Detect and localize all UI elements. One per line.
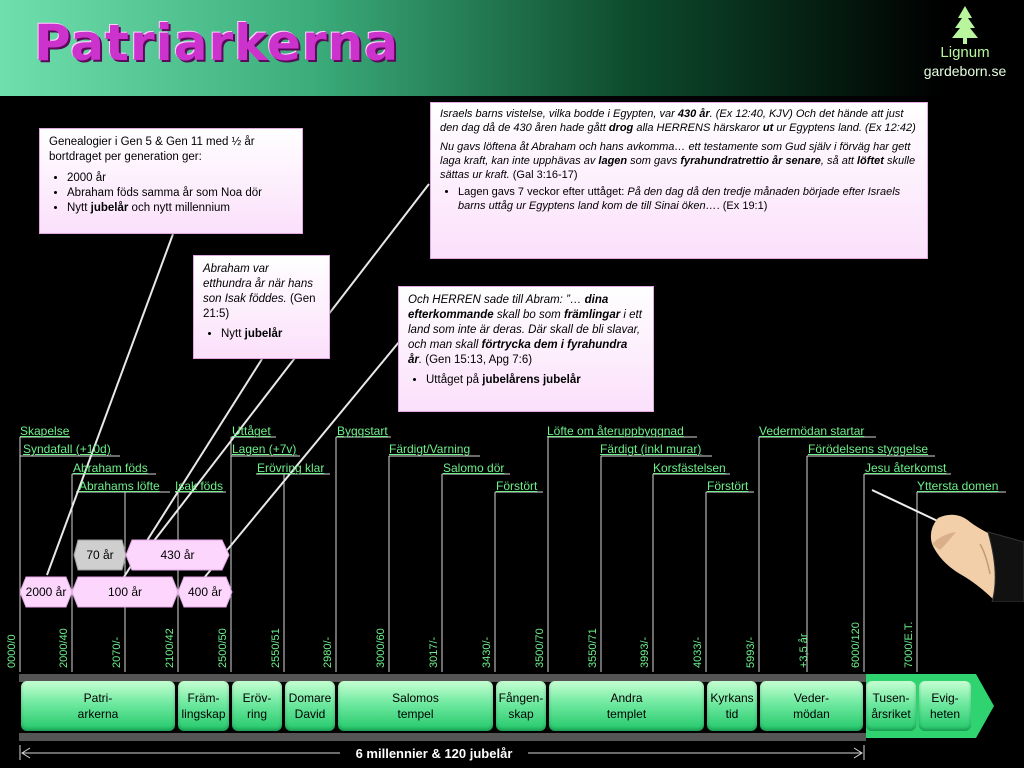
event-label-syndafall[interactable]: Syndafall (+10d) <box>23 442 111 456</box>
era-tusenarsriket[interactable]: Tusen- årsriket <box>866 681 916 731</box>
header-banner <box>0 0 1024 96</box>
year-label-3500: 3500/70 <box>534 628 546 668</box>
year-label-2070: 2070/- <box>111 636 123 668</box>
era-kyrkans-tid[interactable]: Kyrkans tid <box>707 681 757 731</box>
year-label-3550: 3550/71 <box>587 628 599 668</box>
year-label-3017: 3017/- <box>428 636 440 668</box>
era-patriarkerna[interactable]: Patri- arkerna <box>21 681 175 731</box>
event-label-skapelse[interactable]: Skapelse <box>20 424 70 438</box>
year-label-2000: 2000/40 <box>58 628 70 668</box>
year-label-3993: 3993/- <box>639 636 651 668</box>
year-label-6000: 6000/120 <box>850 622 862 668</box>
genealogy-bullet-1: 2000 år <box>67 171 293 186</box>
genealogy-note-box: Genealogier i Gen 5 & Gen 11 med ½ år bo… <box>39 128 303 234</box>
genealogy-note-list: 2000 år Abraham föds samma år som Noa dö… <box>49 171 293 216</box>
event-label-forstort-1[interactable]: Förstört <box>496 479 538 493</box>
event-label-lofte-ateruppbyggnad[interactable]: Löfte om återuppbyggnad <box>547 424 684 438</box>
year-label-2550: 2550/51 <box>270 628 282 668</box>
span-shape-70 <box>73 539 127 571</box>
event-label-fardigt-varning[interactable]: Färdigt/Varning <box>389 442 471 456</box>
year-label-7000: 7000/E.T. <box>903 621 915 668</box>
event-label-erovring-klar[interactable]: Erövring klar <box>257 461 325 475</box>
era-salomos-tempel[interactable]: Salomos tempel <box>338 681 493 731</box>
event-label-forstort-2[interactable]: Förstört <box>707 479 749 493</box>
year-label-0000: 0000/0 <box>6 634 18 668</box>
year-label-3430: 3430/- <box>481 636 493 668</box>
era-vedermodan[interactable]: Veder- mödan <box>760 681 863 731</box>
era-fangenskap[interactable]: Fången- skap <box>496 681 546 731</box>
event-label-uttaget[interactable]: Uttåget <box>232 424 271 438</box>
genealogy-bullet-3: Nytt jubelår och nytt millennium <box>67 201 293 216</box>
isaac-note-box: Abraham var etthundra år när hans son Is… <box>193 255 330 359</box>
egypt-note-list: Lagen gavs 7 veckor efter uttåget: På de… <box>440 185 918 213</box>
era-domare-david[interactable]: Domare David <box>285 681 335 731</box>
span-400-years: 400 år <box>187 584 223 599</box>
genealogy-bullet-2: Abraham föds samma år som Noa dör <box>67 186 293 201</box>
event-label-isak-fods[interactable]: Isak föds <box>175 479 224 493</box>
event-label-abraham-fods[interactable]: Abraham föds <box>73 461 148 475</box>
logo-name: Lignum <box>940 44 990 61</box>
era-erovring[interactable]: Eröv- ring <box>232 681 282 731</box>
era-framlingskap[interactable]: Främ- lingskap <box>178 681 229 731</box>
conductor-hand-icon <box>871 489 1024 602</box>
tree-icon <box>952 6 978 44</box>
logo-url[interactable]: gardeborn.se <box>923 63 1007 79</box>
span-shape-400 <box>177 576 233 608</box>
event-label-lagen[interactable]: Lagen (+7v) <box>232 442 297 456</box>
isaac-note-text: Abraham var etthundra år när hans son Is… <box>203 263 316 320</box>
span-70-years: 70 år <box>86 547 114 562</box>
event-label-vedermodan-startar[interactable]: Vedermödan startar <box>759 424 865 438</box>
year-label-3000: 3000/60 <box>375 628 387 668</box>
egypt-note-p1: Israels barns vistelse, vilka bodde i Eg… <box>440 108 916 134</box>
footer-span-label: 6 millennier & 120 jubelår <box>340 746 528 761</box>
year-label-plus-3-5: +3,5 år <box>798 633 810 668</box>
genealogy-note-text: Genealogier i Gen 5 & Gen 11 med ½ år bo… <box>49 136 255 163</box>
egypt-note-p2: Nu gavs löftena åt Abraham och hans avko… <box>440 141 916 181</box>
event-label-abrahams-lofte[interactable]: Abrahams löfte <box>79 479 160 493</box>
egypt-note-box: Israels barns vistelse, vilka bodde i Eg… <box>430 102 928 259</box>
era-evigheten[interactable]: Evig- heten <box>919 681 971 731</box>
event-label-korsfastelsen[interactable]: Korsfästelsen <box>653 461 726 475</box>
span-2000-years: 2000 år <box>25 584 67 599</box>
era-andra-templet[interactable]: Andra templet <box>549 681 704 731</box>
logo[interactable]: Lignum gardeborn.se <box>906 4 1024 92</box>
year-label-4033: 4033/- <box>692 636 704 668</box>
year-label-2100: 2100/42 <box>164 628 176 668</box>
egypt-bullet: Lagen gavs 7 veckor efter uttåget: På de… <box>458 185 918 213</box>
span-shape-430 <box>125 539 230 571</box>
span-430-years: 430 år <box>160 547 195 562</box>
event-label-byggstart[interactable]: Byggstart <box>337 424 388 438</box>
event-label-salomo-dor[interactable]: Salomo dör <box>443 461 505 475</box>
page-title: Patriarkerna <box>34 14 399 72</box>
isaac-note-list: Nytt jubelår <box>203 327 320 342</box>
promise-note-text: Och HERREN sade till Abram: ”… dina efte… <box>408 294 642 366</box>
promise-note-list: Uttåget på jubelårens jubelår <box>408 373 644 388</box>
promise-note-box: Och HERREN sade till Abram: ”… dina efte… <box>398 286 654 412</box>
promise-bullet: Uttåget på jubelårens jubelår <box>426 373 644 388</box>
span-shape-2000 <box>19 576 73 608</box>
year-label-2500: 2500/50 <box>217 628 229 668</box>
event-label-yttersta-domen[interactable]: Yttersta domen <box>917 479 999 493</box>
event-label-forodelsens-styggelse[interactable]: Förödelsens styggelse <box>808 442 929 456</box>
span-100-years: 100 år <box>107 584 143 599</box>
isaac-bullet: Nytt jubelår <box>221 327 320 342</box>
span-shape-100 <box>71 576 179 608</box>
event-label-fardigt-murar[interactable]: Färdigt (inkl murar) <box>600 442 702 456</box>
year-label-5993: 5993/- <box>745 636 757 668</box>
event-label-jesu-aterkomst[interactable]: Jesu återkomst <box>865 461 947 475</box>
year-label-2980: 2980/- <box>322 636 334 668</box>
